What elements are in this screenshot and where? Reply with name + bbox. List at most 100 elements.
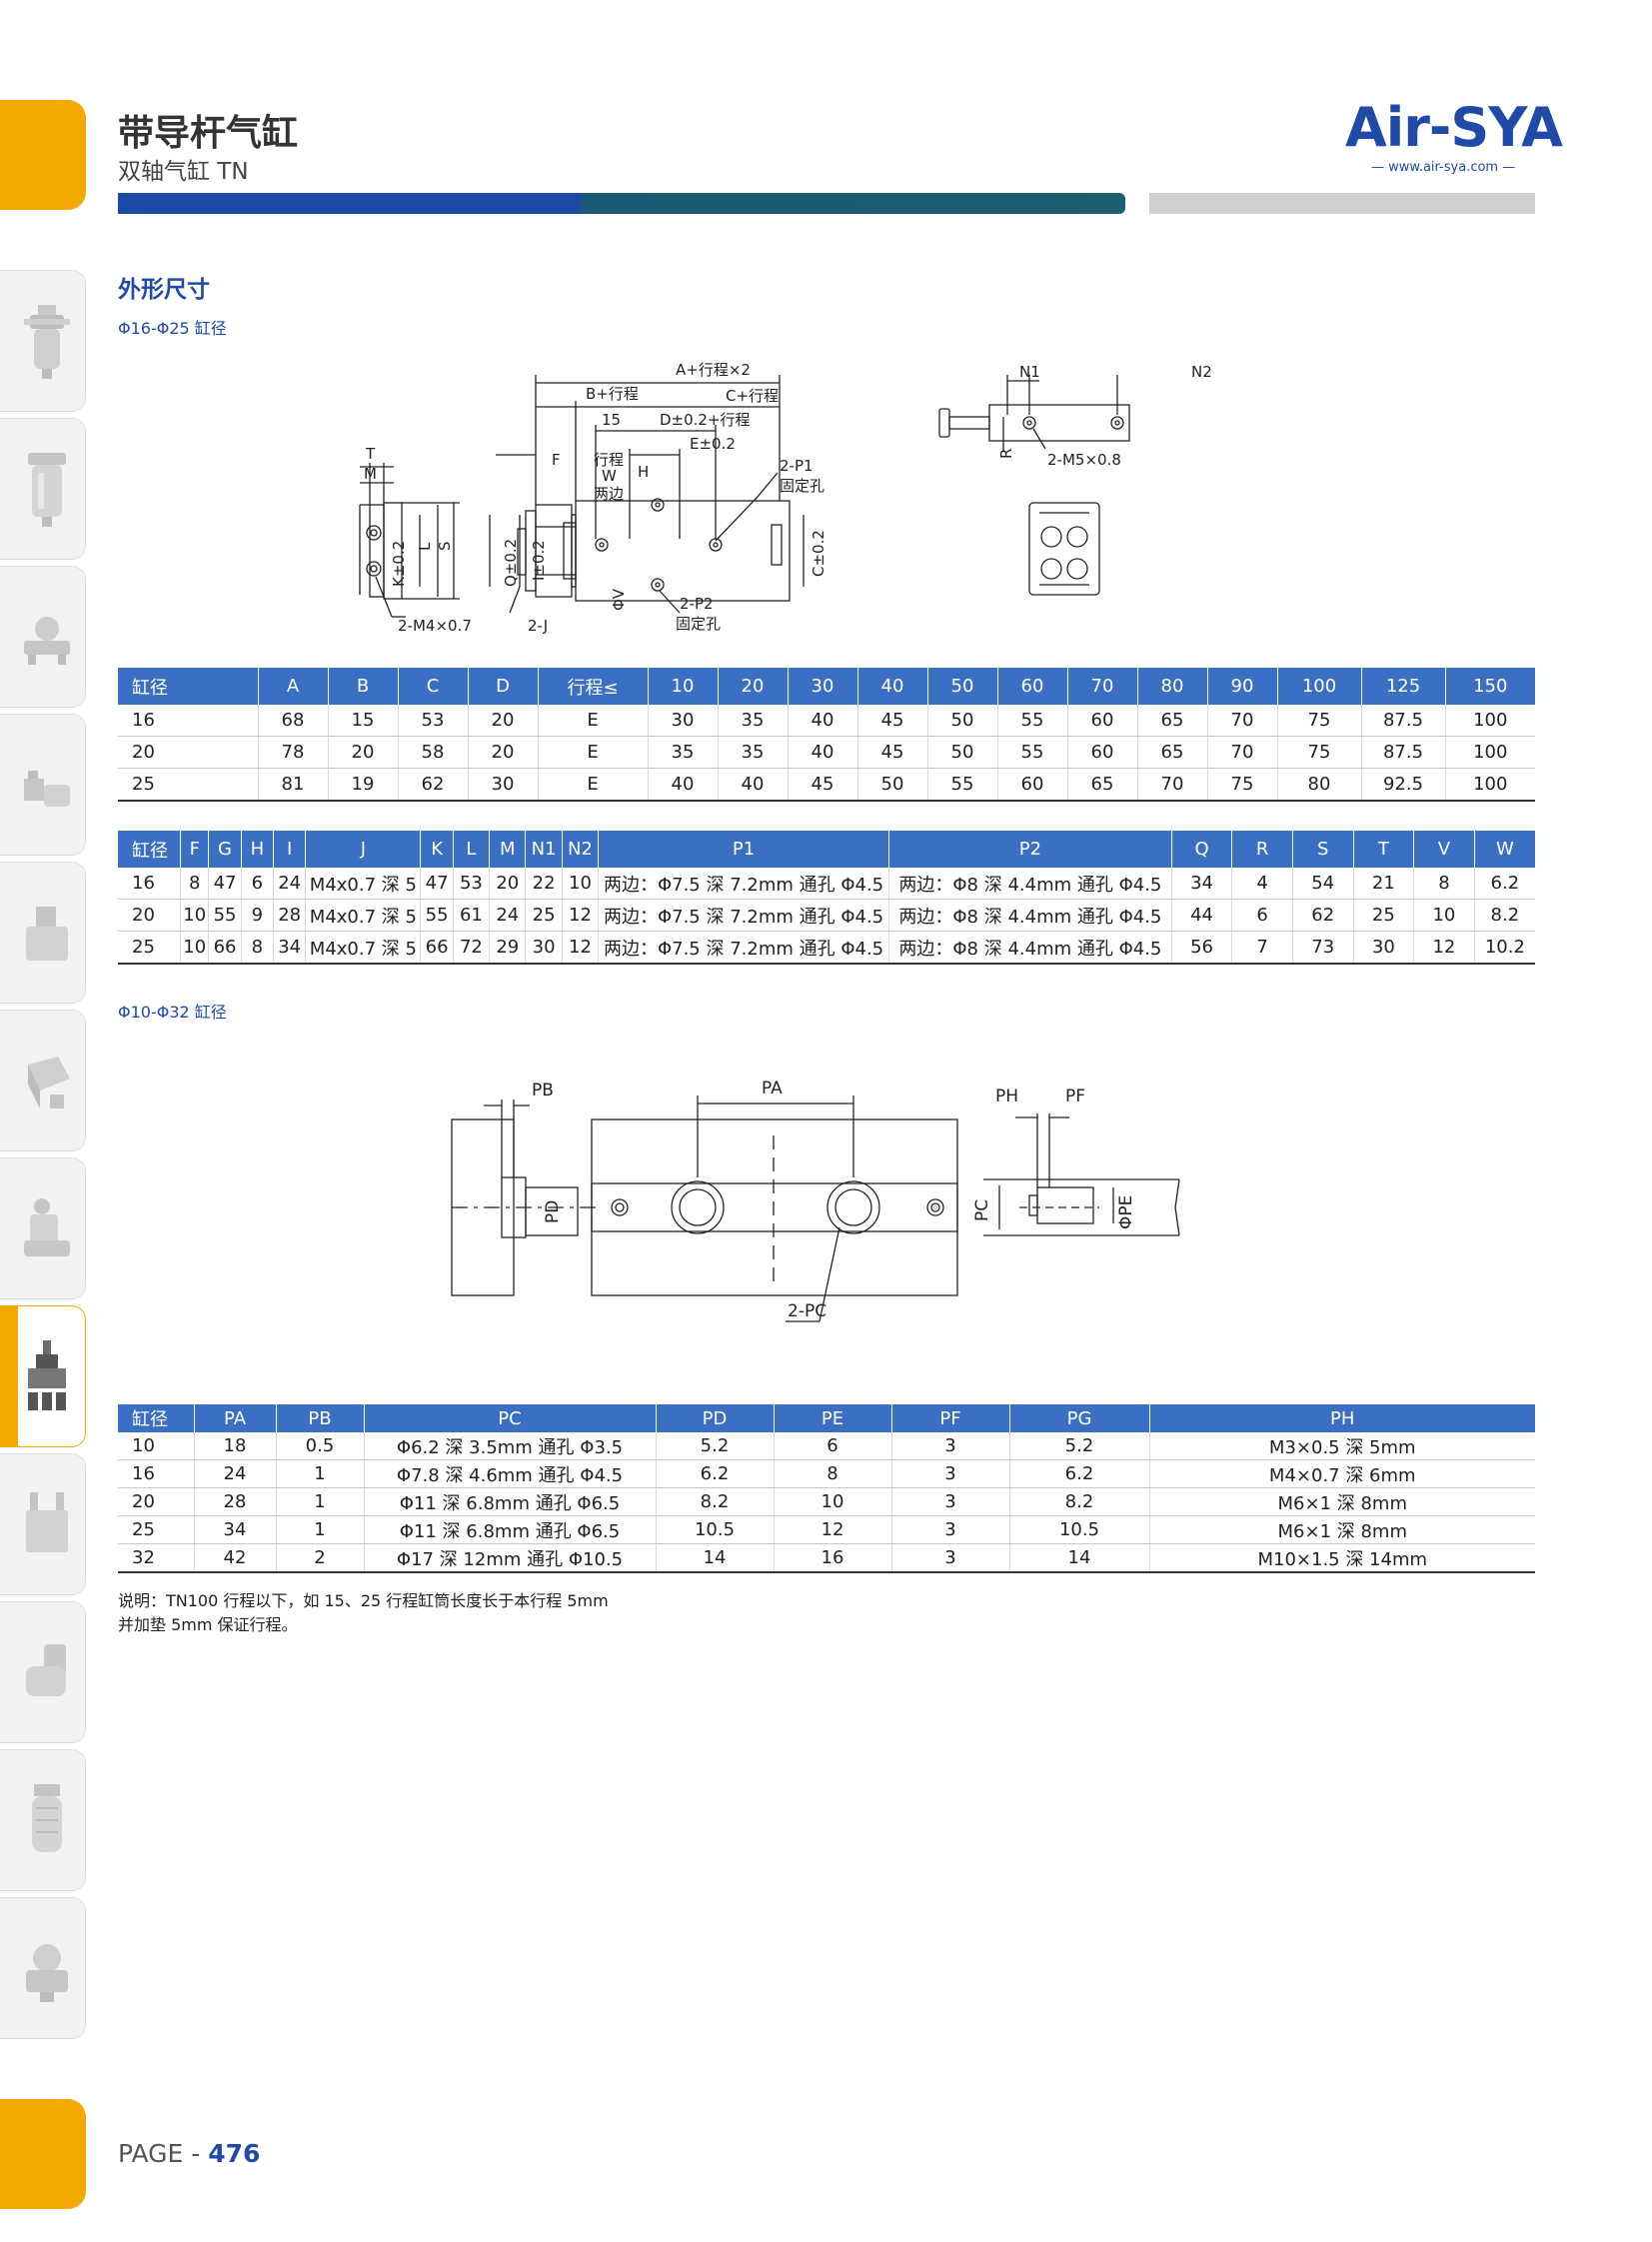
table-cell: 6.2 (655, 1459, 774, 1488)
header-bar (118, 193, 1125, 214)
sidebar-tab-elbow[interactable] (0, 1601, 86, 1743)
fitting-icon (24, 1198, 70, 1256)
table1-header-5: 行程≤ (537, 668, 648, 705)
sidebar-tab-filter-regulator[interactable] (0, 270, 86, 412)
label-pd: PD (543, 1200, 563, 1223)
table-cell: 14 (1008, 1543, 1149, 1573)
table-cell: 20 (467, 705, 538, 737)
table-cell: 20 (118, 1487, 194, 1516)
sidebar-tab-silencer[interactable] (0, 1749, 86, 1891)
page-prefix: PAGE - (118, 2139, 209, 2168)
table-cell: 87.5 (1360, 705, 1445, 737)
label-q: Q±0.2 (502, 539, 520, 587)
table-cell: 100 (1444, 705, 1535, 737)
table-cell: 两边：Φ8 深 4.4mm 通孔 Φ4.5 (887, 931, 1172, 965)
table-cell: 3 (890, 1543, 1009, 1573)
label-w: W (602, 467, 617, 485)
sidebar-tab-gripper[interactable] (0, 1453, 86, 1595)
table-cell: 40 (787, 705, 857, 737)
table-cell: 68 (257, 705, 328, 737)
table2-header-16: T (1352, 831, 1414, 868)
gauge-icon (24, 617, 70, 665)
table-cell: 70 (1206, 736, 1277, 769)
label-m5: 2-M5×0.8 (1047, 451, 1121, 469)
sidebar-tab-solenoid[interactable] (0, 862, 86, 1004)
table-cell: 8.2 (1008, 1487, 1149, 1516)
sidebar-tab-gauge[interactable] (0, 566, 86, 708)
table-cell: M6×1 深 8mm (1148, 1515, 1535, 1544)
table-cell: 7 (1231, 931, 1293, 965)
sidebar-tab-fitting[interactable] (0, 1157, 86, 1299)
table-cell: 34 (1170, 868, 1232, 900)
table-cell: 24 (489, 899, 526, 932)
table-cell: 62 (397, 768, 468, 802)
table-cell: 2 (275, 1543, 364, 1573)
table-cell: 10 (1413, 899, 1475, 932)
table2-header-4: I (272, 831, 306, 868)
page-number: PAGE - 476 (118, 2139, 260, 2168)
table-cell: Φ7.8 深 4.6mm 通孔 Φ4.5 (363, 1459, 656, 1488)
table-cell: 100 (1444, 736, 1535, 769)
table-cell: 29 (489, 931, 526, 965)
table-cell: 25 (525, 899, 563, 932)
label-pb: PB (532, 1081, 554, 1101)
table-cell: 35 (717, 705, 788, 737)
table-cell: 54 (1291, 868, 1354, 900)
table-cell: 19 (327, 768, 398, 802)
table-cell: 3 (890, 1432, 1009, 1460)
table-cell: 75 (1206, 768, 1277, 802)
table1-header-0: 缸径 (118, 668, 258, 705)
table1-header-7: 20 (717, 668, 788, 705)
label-n1: N1 (1019, 363, 1040, 381)
table-cell: 100 (1444, 768, 1535, 802)
label-ph: PH (995, 1087, 1018, 1107)
table-cell: 34 (193, 1515, 276, 1544)
table-cell: 10.2 (1473, 931, 1535, 965)
table-cell: 80 (1276, 768, 1361, 802)
sidebar-tab-cylinder-block[interactable] (0, 1010, 86, 1151)
table1-header-11: 60 (996, 668, 1067, 705)
label-c: C+行程 (726, 387, 779, 405)
table-cell: Φ6.2 深 3.5mm 通孔 Φ3.5 (363, 1432, 656, 1460)
table-cell: 60 (1066, 736, 1137, 769)
elbow-icon (26, 1644, 66, 1696)
sidebar-tab-pressure-switch[interactable] (0, 1897, 86, 2039)
table-cell: 1 (275, 1515, 364, 1544)
table2-header-14: R (1231, 831, 1293, 868)
table-cell: 16 (773, 1543, 891, 1573)
sidebar-tab-filter[interactable] (0, 418, 86, 560)
table-cell: 55 (996, 705, 1067, 737)
table-cell: 60 (1066, 705, 1137, 737)
table-cell: 10 (180, 899, 209, 932)
table-cell: 10 (180, 931, 209, 965)
table-cell: 42 (193, 1543, 276, 1573)
table-cell: 22 (525, 868, 563, 900)
table1-header-13: 80 (1136, 668, 1207, 705)
table-cell: Φ11 深 6.8mm 通孔 Φ6.5 (363, 1515, 656, 1544)
table-cell: 14 (655, 1543, 774, 1573)
table-cell: 45 (856, 705, 927, 737)
table-cell: 24 (272, 868, 306, 900)
table-cell: 28 (272, 899, 306, 932)
table3-header-3: PC (363, 1404, 656, 1432)
page-number-value: 476 (208, 2139, 261, 2168)
brand-url: — www.air-sya.com — (1371, 160, 1516, 175)
valve-icon (24, 771, 70, 807)
table-cell: 32 (118, 1543, 194, 1573)
table-cell: M3×0.5 深 5mm (1148, 1432, 1535, 1460)
table-cell: 3 (890, 1515, 1009, 1544)
label-both: 两边 (594, 485, 624, 503)
table-cell: 24 (193, 1459, 276, 1488)
sidebar-tab-valve[interactable] (0, 714, 86, 856)
guided-cylinder-icon (28, 1340, 66, 1410)
table-cell: 10 (118, 1432, 194, 1460)
sidebar-tab-guided-cylinder[interactable] (0, 1305, 86, 1447)
table-cell: 56 (1170, 931, 1232, 965)
table-cell: 40 (717, 768, 788, 802)
solenoid-icon (26, 907, 68, 961)
